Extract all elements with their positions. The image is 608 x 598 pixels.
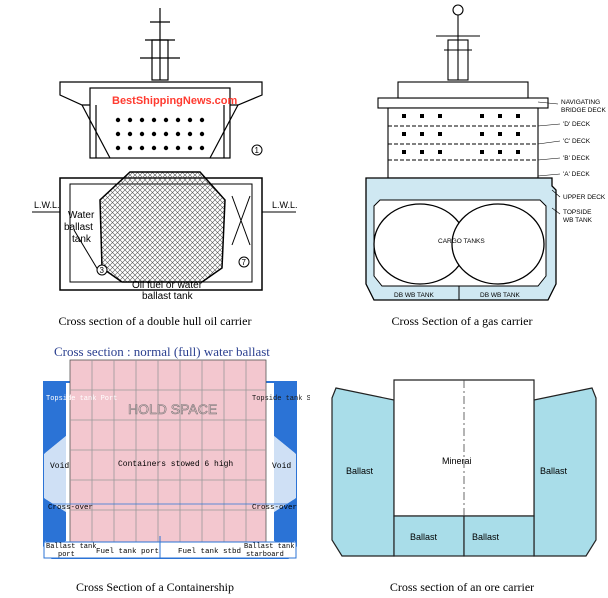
wing-tank-bracing xyxy=(73,195,251,271)
watermark-text: BestShippingNews.com xyxy=(112,95,238,107)
db-tank-right: DB WB TANK xyxy=(480,292,521,299)
ballast-label-3: tank xyxy=(72,234,92,245)
gas-mast xyxy=(436,4,480,81)
gas-carrier-diagram: NAVIGATING BRIDGE DECK 'D' DECK 'C' DECK… xyxy=(365,4,606,301)
void-right-label: Void xyxy=(272,462,291,471)
fuel-label-1: Oil fuel or water xyxy=(132,280,203,291)
deck-leader-lines xyxy=(537,101,561,215)
crossover-left-label: Cross-over xyxy=(48,504,93,512)
bottom-tank-band xyxy=(43,541,297,559)
ore-carrier-caption: Cross section of an ore carrier xyxy=(389,580,535,594)
container-side-tanks-light xyxy=(44,436,296,512)
fuel-port-label: Fuel tank port xyxy=(96,548,159,556)
lwl-right: L.W.L. xyxy=(272,200,298,210)
hold-space xyxy=(69,359,267,543)
gas-carrier-caption: Cross Section of a gas carrier xyxy=(391,314,533,328)
deck-label-nav-2: BRIDGE DECK xyxy=(561,107,606,114)
hold-space-label: HOLD SPACE xyxy=(128,401,217,417)
ballast-stbd-label-2: starboard xyxy=(246,551,284,559)
fuel-stbd-label: Fuel tank stbd xyxy=(178,548,241,556)
marker-1: 1 xyxy=(251,144,263,156)
ore-ballast-left-label: Ballast xyxy=(346,466,374,476)
minerai-label: Minerai xyxy=(442,456,472,466)
deck-label-topside-2: WB TANK xyxy=(563,217,593,224)
oil-carrier-caption: Cross section of a double hull oil carri… xyxy=(58,314,252,328)
ore-ballast-bottom-right-label: Ballast xyxy=(472,532,500,542)
lwl-left: L.W.L. xyxy=(34,200,60,210)
db-tank-left: DB WB TANK xyxy=(394,292,435,299)
cargo-tanks-label: CARGO TANKS xyxy=(438,238,485,245)
deck-label-a: 'A' DECK xyxy=(563,171,590,178)
containership-title: Cross section : normal (full) water ball… xyxy=(54,344,270,359)
container-side-tanks xyxy=(44,382,296,546)
gas-superstructure xyxy=(377,81,549,179)
ballast-label-2: ballast xyxy=(64,222,93,233)
ore-ballast-right-label: Ballast xyxy=(540,466,568,476)
ore-carrier-diagram: Ballast Minerai Ballast Ballast Ballast xyxy=(331,379,597,557)
marker-3: 3 xyxy=(96,264,108,276)
cargo-tank xyxy=(99,171,226,283)
svg-text:1: 1 xyxy=(255,146,260,155)
container-grid xyxy=(70,360,266,542)
deck-label-upper: UPPER DECK xyxy=(563,194,606,201)
topside-stbd-label: Topside tank Starboard xyxy=(252,395,310,403)
ballast-port-label-2: port xyxy=(58,551,75,559)
containership-diagram: Cross section : normal (full) water ball… xyxy=(43,344,310,559)
svg-text:7: 7 xyxy=(242,258,247,267)
containership-caption: Cross Section of a Containership xyxy=(76,580,234,594)
ballast-label-1: Water xyxy=(68,210,95,221)
crossover-right-label: Cross-over xyxy=(252,504,297,512)
cargo-tank-right xyxy=(451,203,545,285)
deck-label-topside: TOPSIDE xyxy=(563,209,592,216)
ballast-stbd-label-1: Ballast tank xyxy=(244,543,294,551)
deck-label-b: 'B' DECK xyxy=(563,155,590,162)
deck-label-c: 'C' DECK xyxy=(563,138,591,145)
ore-ballast-bottom-left-label: Ballast xyxy=(410,532,438,542)
portholes xyxy=(115,117,205,151)
topside-port-label-1: Topside tank Port xyxy=(46,395,117,403)
void-left-label: Void xyxy=(50,462,69,471)
gas-windows xyxy=(402,114,520,154)
ballast-port-label-1: Ballast tank xyxy=(46,543,96,551)
mast xyxy=(140,8,180,81)
svg-text:3: 3 xyxy=(100,266,105,275)
oil-carrier-diagram: BestShippingNews.com L.W.L. L.W.L. Water… xyxy=(32,8,298,302)
superstructure xyxy=(59,81,263,159)
containers-label: Containers stowed 6 high xyxy=(118,460,233,469)
marker-7: 7 xyxy=(238,256,250,268)
deck-label-d: 'D' DECK xyxy=(563,121,591,128)
fuel-label-2: ballast tank xyxy=(142,291,194,302)
deck-label-nav: NAVIGATING xyxy=(561,99,600,106)
ore-ballast-bottom-right-shape xyxy=(463,515,535,557)
